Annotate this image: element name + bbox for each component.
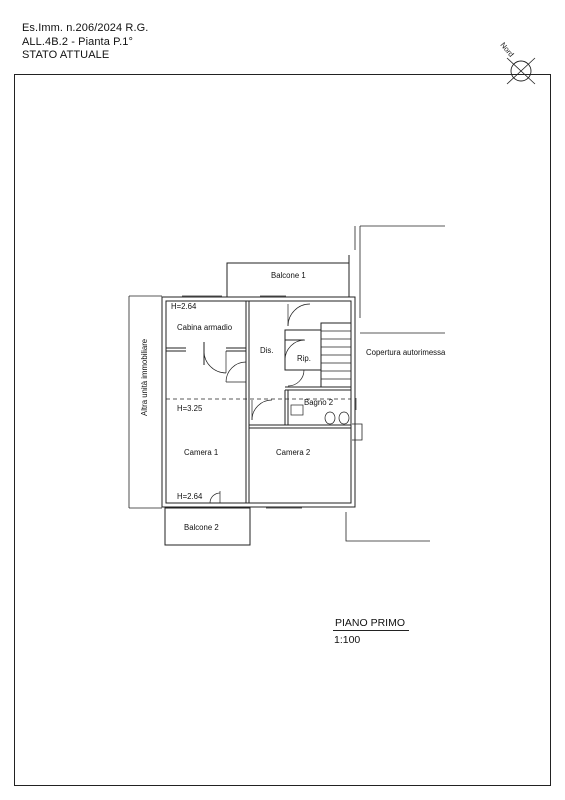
label-copertura-autorimessa: Copertura autorimessa: [366, 348, 446, 357]
label-balcone-1: Balcone 1: [271, 271, 306, 280]
label-cabina-armadio: Cabina armadio: [177, 323, 233, 332]
height-label-mid: H=3.25: [177, 404, 203, 413]
drawing-header: Es.Imm. n.206/2024 R.G. ALL.4B.2 - Piant…: [22, 22, 148, 63]
header-line-2: ALL.4B.2 - Pianta P.1°: [22, 35, 133, 48]
title-block: PIANO PRIMO 1:100: [333, 617, 409, 646]
label-disimpegno: Dis.: [260, 346, 273, 355]
label-camera-1: Camera 1: [184, 448, 218, 457]
header-line-3: STATO ATTUALE: [22, 49, 110, 61]
exterior-walls: [161, 296, 356, 508]
bathroom-fixtures: [290, 404, 350, 425]
header-line-1: Es.Imm. n.206/2024 R.G.: [22, 22, 149, 34]
north-label: Nord: [498, 41, 515, 59]
height-label-bottom: H=2.64: [177, 492, 203, 501]
doors: [203, 303, 311, 504]
title-underline: [333, 630, 409, 631]
height-label-top: H=2.64: [171, 302, 197, 311]
north-compass-icon: Nord: [498, 41, 536, 85]
stairs: [321, 330, 351, 380]
plan-title: PIANO PRIMO: [335, 617, 406, 629]
label-balcone-2: Balcone 2: [184, 523, 219, 532]
balcone-2: [164, 507, 251, 546]
plan-scale: 1:100: [334, 634, 361, 646]
context-lines: [128, 225, 445, 542]
label-ripostiglio: Rip.: [297, 354, 311, 363]
label-bagno-2: Bagno 2: [304, 398, 333, 407]
label-altra-unita: Altra unità immobiliare: [140, 339, 149, 416]
label-camera-2: Camera 2: [276, 448, 310, 457]
drawing-frame: [14, 74, 551, 786]
